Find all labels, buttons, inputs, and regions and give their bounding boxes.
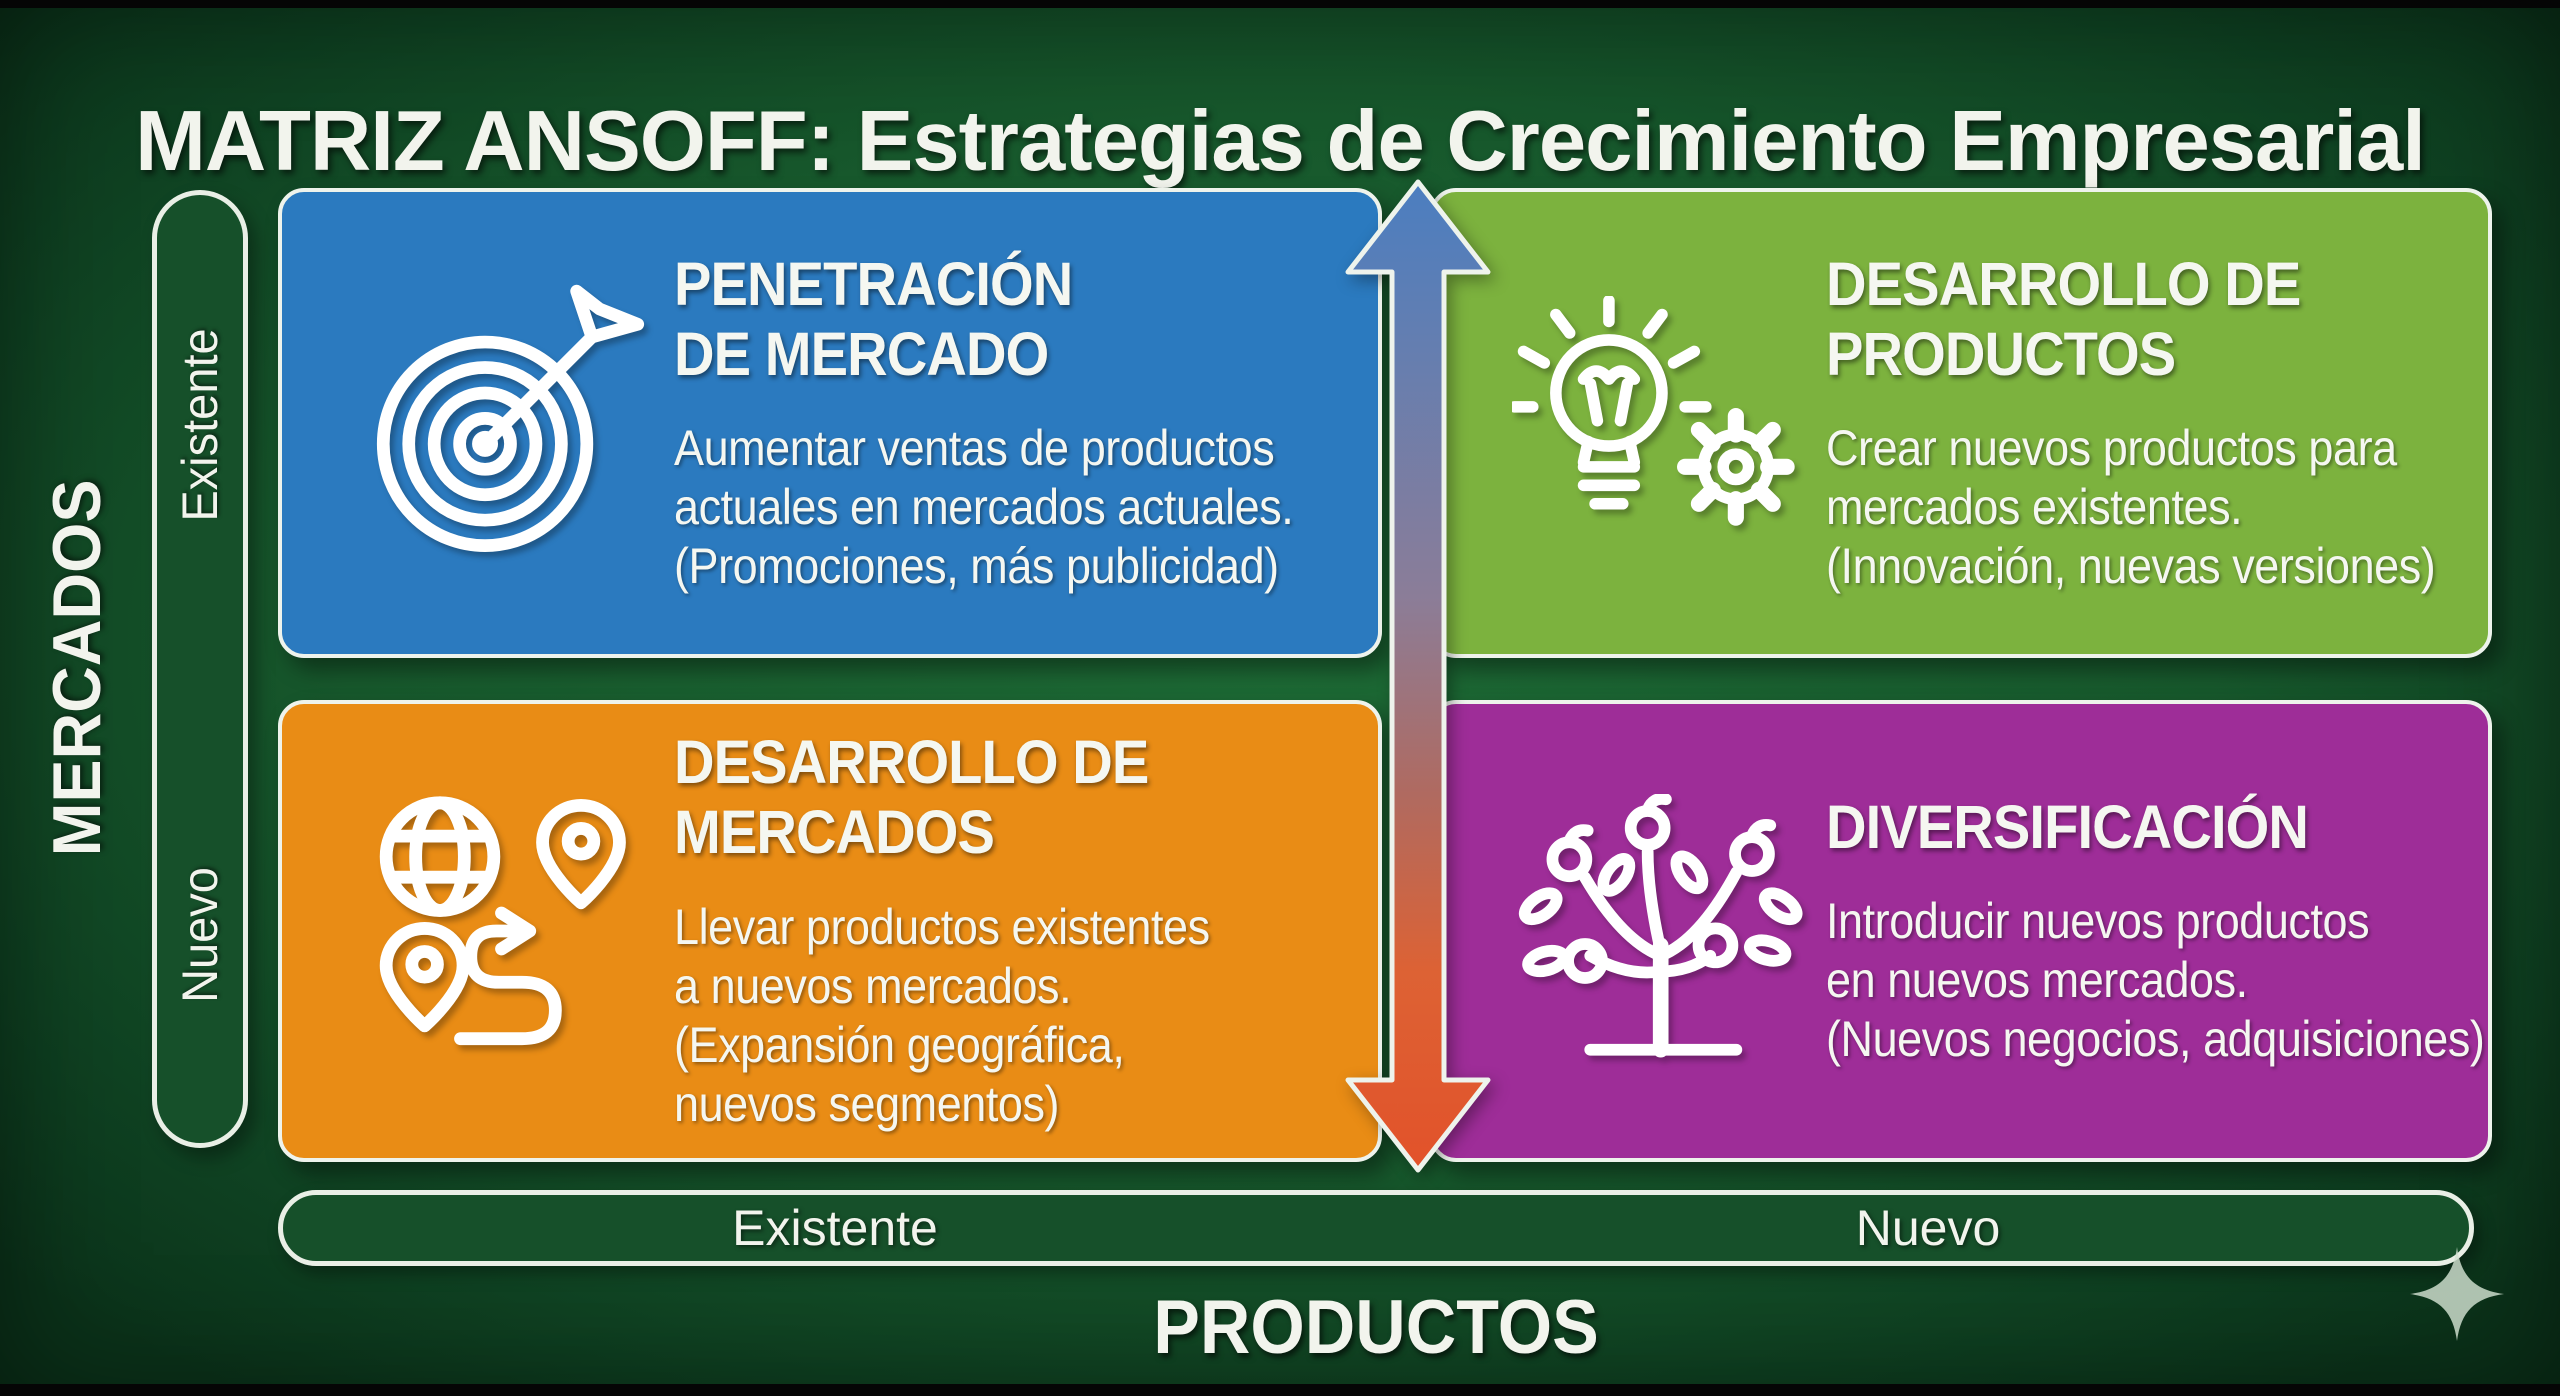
y-axis-pill: Existente Nuevo [152,190,248,1148]
x-axis-value-existente: Existente [732,1200,938,1256]
y-axis-value-nuevo: Nuevo [172,867,228,1003]
quadrant-title: DIVERSIFICACIÓN [1826,792,2309,861]
y-axis-value-existente: Existente [172,328,228,522]
quadrant-diversificacion: DIVERSIFICACIÓN Introducir nuevos produc… [1430,700,2492,1162]
sparkle-icon [2409,1246,2505,1342]
x-axis-title: PRODUCTOS [1153,1285,1599,1370]
globe-route-icon [360,790,660,1072]
vertical-double-arrow-icon [1345,179,1491,1173]
tree-icon [1512,794,1812,1068]
x-axis-pill: Existente Nuevo [278,1190,2474,1266]
y-axis-title: MERCADOS [39,479,115,857]
target-icon [360,281,660,566]
page-title: MATRIZ ANSOFF: Estrategias de Crecimient… [135,93,2426,189]
x-axis-value-nuevo: Nuevo [1855,1200,2001,1256]
bulb-gear-icon [1512,296,1812,550]
letterbox-top [0,0,2560,8]
letterbox-bottom [0,1384,2560,1396]
